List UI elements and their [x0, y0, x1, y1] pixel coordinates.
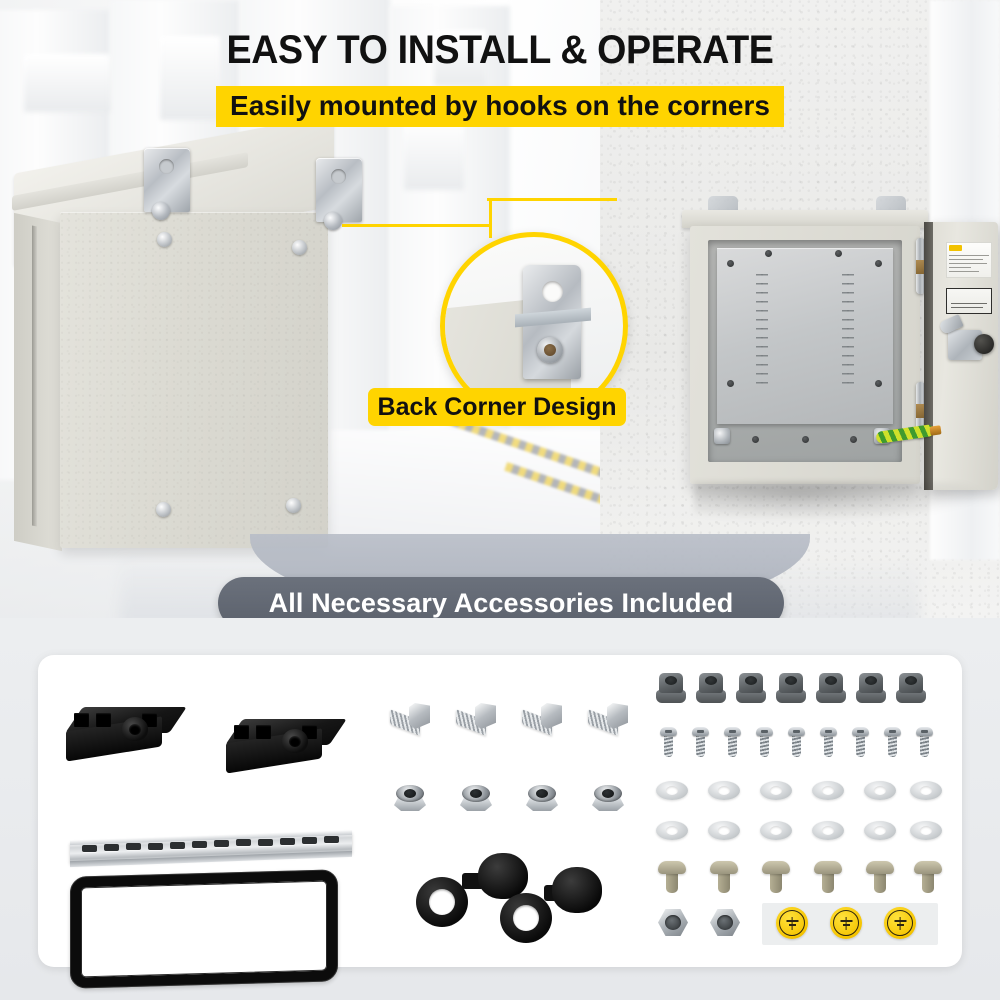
plastic-rivet — [814, 861, 842, 893]
hex-bolt — [522, 703, 562, 747]
ground-symbol-sticker — [830, 907, 862, 939]
flat-washer — [910, 781, 942, 800]
hook-bracket-bolt — [324, 212, 342, 230]
plastic-rivet — [762, 861, 790, 893]
enclosure-rear-view — [6, 114, 366, 565]
subtitle-wrap: Easily mounted by hooks on the corners — [0, 86, 1000, 128]
back-corner-design-badge: Back Corner Design — [368, 388, 626, 426]
flange-nut — [526, 785, 558, 811]
enclosure-shadow — [694, 482, 994, 522]
mounting-plate — [717, 248, 893, 424]
brand-logo-mark — [949, 245, 962, 251]
plate-scale-marks — [756, 274, 768, 386]
pan-head-screw — [820, 727, 837, 759]
rubber-grommet — [816, 673, 846, 703]
plastic-rivet — [914, 861, 942, 893]
callout-leader-line — [489, 200, 492, 238]
enclosure-interior — [708, 240, 902, 462]
flat-washer — [656, 781, 688, 800]
flat-washer — [864, 821, 896, 840]
enclosure-rain-hood — [682, 210, 928, 228]
product-spec-label — [946, 242, 992, 278]
door-hinge — [916, 238, 925, 294]
enclosure-open-wall-mounted — [680, 196, 1000, 552]
latch-block — [225, 719, 347, 774]
hex-nut — [710, 909, 740, 936]
ground-lug — [929, 425, 942, 436]
plastic-rivet — [658, 861, 686, 893]
flange-nut — [592, 785, 624, 811]
hex-bolt — [588, 703, 628, 747]
flat-washer — [812, 781, 844, 800]
rubber-grommet — [896, 673, 926, 703]
ground-symbol-sticker — [776, 907, 808, 939]
plate-scale-marks — [842, 274, 854, 386]
hero-photo-scene: EASY TO INSTALL & OPERATE Easily mounted… — [0, 0, 1000, 640]
rubber-grommet — [656, 673, 686, 703]
plastic-rivet — [866, 861, 894, 893]
flat-washer — [656, 821, 688, 840]
door-hinge — [916, 382, 925, 438]
accessories-card — [38, 655, 962, 989]
flat-washer — [864, 781, 896, 800]
pan-head-screw — [724, 727, 741, 759]
background-shelf — [434, 30, 486, 86]
flange-nut — [394, 785, 426, 811]
latch-lock-knob — [974, 334, 994, 354]
closeup-bracket-bolt — [537, 337, 563, 363]
background-shelf — [160, 36, 220, 120]
enclosure-screw — [286, 498, 301, 513]
pan-head-screw — [852, 727, 869, 759]
pan-head-screw — [884, 727, 901, 759]
flat-washer — [760, 821, 792, 840]
enclosure-back-panel — [60, 212, 328, 548]
flat-washer — [708, 821, 740, 840]
background-shelf — [404, 120, 464, 190]
flange-nut — [460, 785, 492, 811]
enclosure-screw — [292, 240, 307, 255]
page-subtitle: Easily mounted by hooks on the corners — [216, 86, 784, 128]
warning-label — [946, 288, 992, 314]
hex-bolt — [390, 703, 430, 747]
rubber-grommet — [696, 673, 726, 703]
callout-leader-line — [342, 224, 492, 227]
page-title: EASY TO INSTALL & OPERATE — [226, 28, 774, 72]
pan-head-screw — [788, 727, 805, 759]
flat-washer — [760, 781, 792, 800]
enclosure-screw — [156, 502, 171, 517]
enclosure-door-edge — [32, 225, 37, 527]
background-shelf — [24, 54, 110, 112]
door-inner-edge — [924, 222, 933, 490]
corner-hook-bracket — [316, 158, 362, 222]
hex-nut — [658, 909, 688, 936]
hook-bracket-bolt — [152, 202, 170, 220]
rubber-hole-plug — [416, 851, 606, 947]
din-rail — [70, 829, 352, 868]
callout-leader-line — [487, 198, 617, 201]
enclosure-body — [690, 226, 920, 484]
rubber-grommet — [856, 673, 886, 703]
rubber-grommet — [776, 673, 806, 703]
rubber-grommet — [736, 673, 766, 703]
corner-hook-bracket — [144, 148, 190, 212]
plate-mounting-bolt — [714, 428, 730, 444]
pan-head-screw — [916, 727, 933, 759]
pan-head-screw — [756, 727, 773, 759]
flat-washer — [708, 781, 740, 800]
hex-bolt — [456, 703, 496, 747]
ground-symbol-sticker — [884, 907, 916, 939]
enclosure-screw — [157, 232, 172, 247]
plastic-rivet — [710, 861, 738, 893]
enclosure-side-panel — [14, 212, 62, 552]
flat-washer — [910, 821, 942, 840]
flat-washer — [812, 821, 844, 840]
enclosure-door — [924, 222, 998, 490]
latch-block — [65, 707, 187, 762]
pan-head-screw — [692, 727, 709, 759]
pan-head-screw — [660, 727, 677, 759]
door-gasket — [70, 869, 338, 989]
